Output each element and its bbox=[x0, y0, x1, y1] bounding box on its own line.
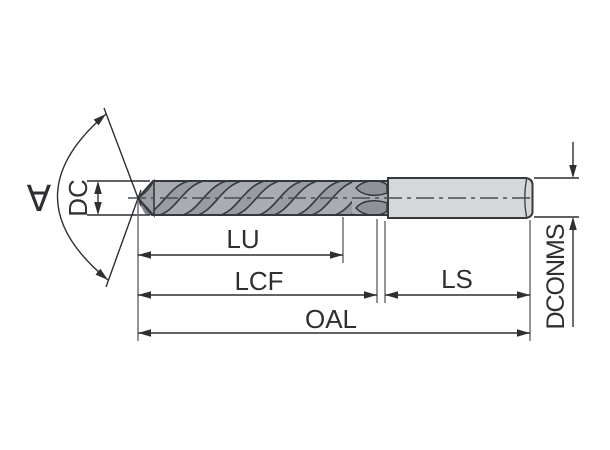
label-oal: OAL bbox=[305, 304, 357, 334]
label-dconms: DCONMS bbox=[542, 224, 570, 329]
extension-lines bbox=[137, 200, 531, 341]
point-angle-arc bbox=[56, 113, 109, 281]
label-lcf: LCF bbox=[234, 266, 283, 296]
dim-lu: LU bbox=[138, 224, 343, 259]
point-angle-line-lower bbox=[105, 189, 142, 288]
label-dc: DC bbox=[63, 179, 93, 217]
point-angle-line-upper bbox=[103, 107, 142, 207]
label-lu: LU bbox=[226, 224, 259, 254]
label-ls: LS bbox=[441, 264, 473, 294]
dim-oal: OAL bbox=[138, 304, 530, 337]
dim-dc: DC bbox=[63, 179, 150, 217]
point-angle-symbol: ∀ bbox=[27, 179, 52, 220]
dim-dconms: DCONMS bbox=[534, 142, 579, 330]
dim-ls: LS bbox=[385, 264, 530, 299]
dim-point-angle: ∀ bbox=[27, 107, 142, 288]
dim-lcf: LCF bbox=[138, 266, 377, 299]
